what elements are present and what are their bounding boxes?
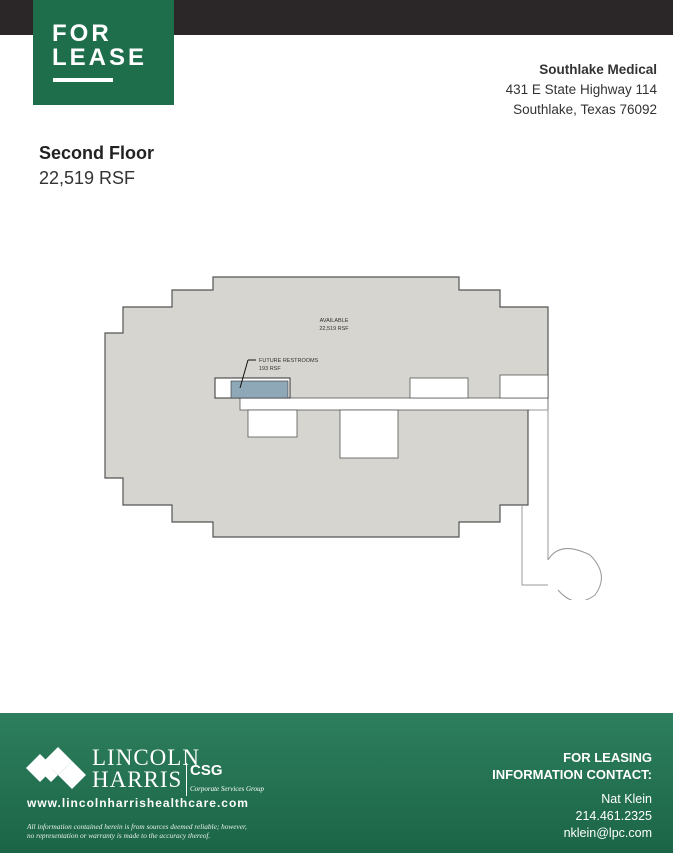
future-restrooms — [230, 380, 289, 399]
available-size: 22,519 RSF — [319, 326, 349, 332]
disclaimer-line2: no representation or warranty is made to… — [27, 831, 211, 840]
available-label: AVAILABLE — [320, 318, 349, 324]
disclaimer: All information contained herein is from… — [27, 822, 247, 840]
contact-phone[interactable]: 214.461.2325 — [575, 809, 652, 823]
corridor — [239, 397, 549, 411]
exterior-walkway — [521, 409, 602, 600]
address-line1: 431 E State Highway 114 — [505, 82, 657, 97]
lincoln-harris-logo-icon — [26, 747, 86, 789]
contact-heading-line1: FOR LEASING — [563, 750, 652, 765]
floor-name: Second Floor — [39, 143, 155, 163]
brand-line1: LINCOLN — [92, 745, 200, 770]
floor-size: 22,519 RSF — [39, 168, 136, 188]
csg-subtitle: Corporate Services Group — [190, 785, 265, 793]
contact-info: Nat Klein 214.461.2325 nklein@lpc.com — [564, 791, 652, 842]
csg-logo: CSG Corporate Services Group — [186, 763, 264, 796]
for-lease-badge: FOR LEASE — [33, 0, 174, 105]
service-room — [409, 377, 469, 399]
disclaimer-line1: All information contained herein is from… — [27, 822, 247, 831]
floor-plan: AVAILABLE 22,519 RSF FUTURE RESTROOMS 19… — [104, 276, 602, 600]
restroom-label: FUTURE RESTROOMS — [259, 358, 319, 364]
contact-heading: FOR LEASING INFORMATION CONTACT: — [492, 749, 652, 783]
website-link[interactable]: www.lincolnharrishealthcare.com — [27, 796, 249, 810]
elevator-core — [339, 409, 399, 459]
brand-line2: HARRIS — [92, 767, 183, 792]
restroom-leader — [239, 359, 249, 389]
property-address: Southlake Medical 431 E State Highway 11… — [506, 60, 657, 120]
stair-right — [499, 374, 549, 399]
contact-name: Nat Klein — [601, 792, 652, 806]
floor-heading: Second Floor 22,519 RSF — [39, 143, 154, 189]
csg-text: CSG — [190, 762, 223, 779]
badge-underline — [53, 78, 113, 82]
address-line2: Southlake, Texas 76092 — [513, 102, 657, 117]
stair-left — [247, 409, 298, 438]
contact-email[interactable]: nklein@lpc.com — [563, 826, 652, 840]
badge-line2: LEASE — [52, 44, 148, 71]
restroom-size: 193 RSF — [259, 366, 281, 372]
badge-line1: FOR — [52, 20, 112, 47]
contact-heading-line2: INFORMATION CONTACT: — [492, 767, 652, 782]
property-name: Southlake Medical — [539, 62, 657, 77]
